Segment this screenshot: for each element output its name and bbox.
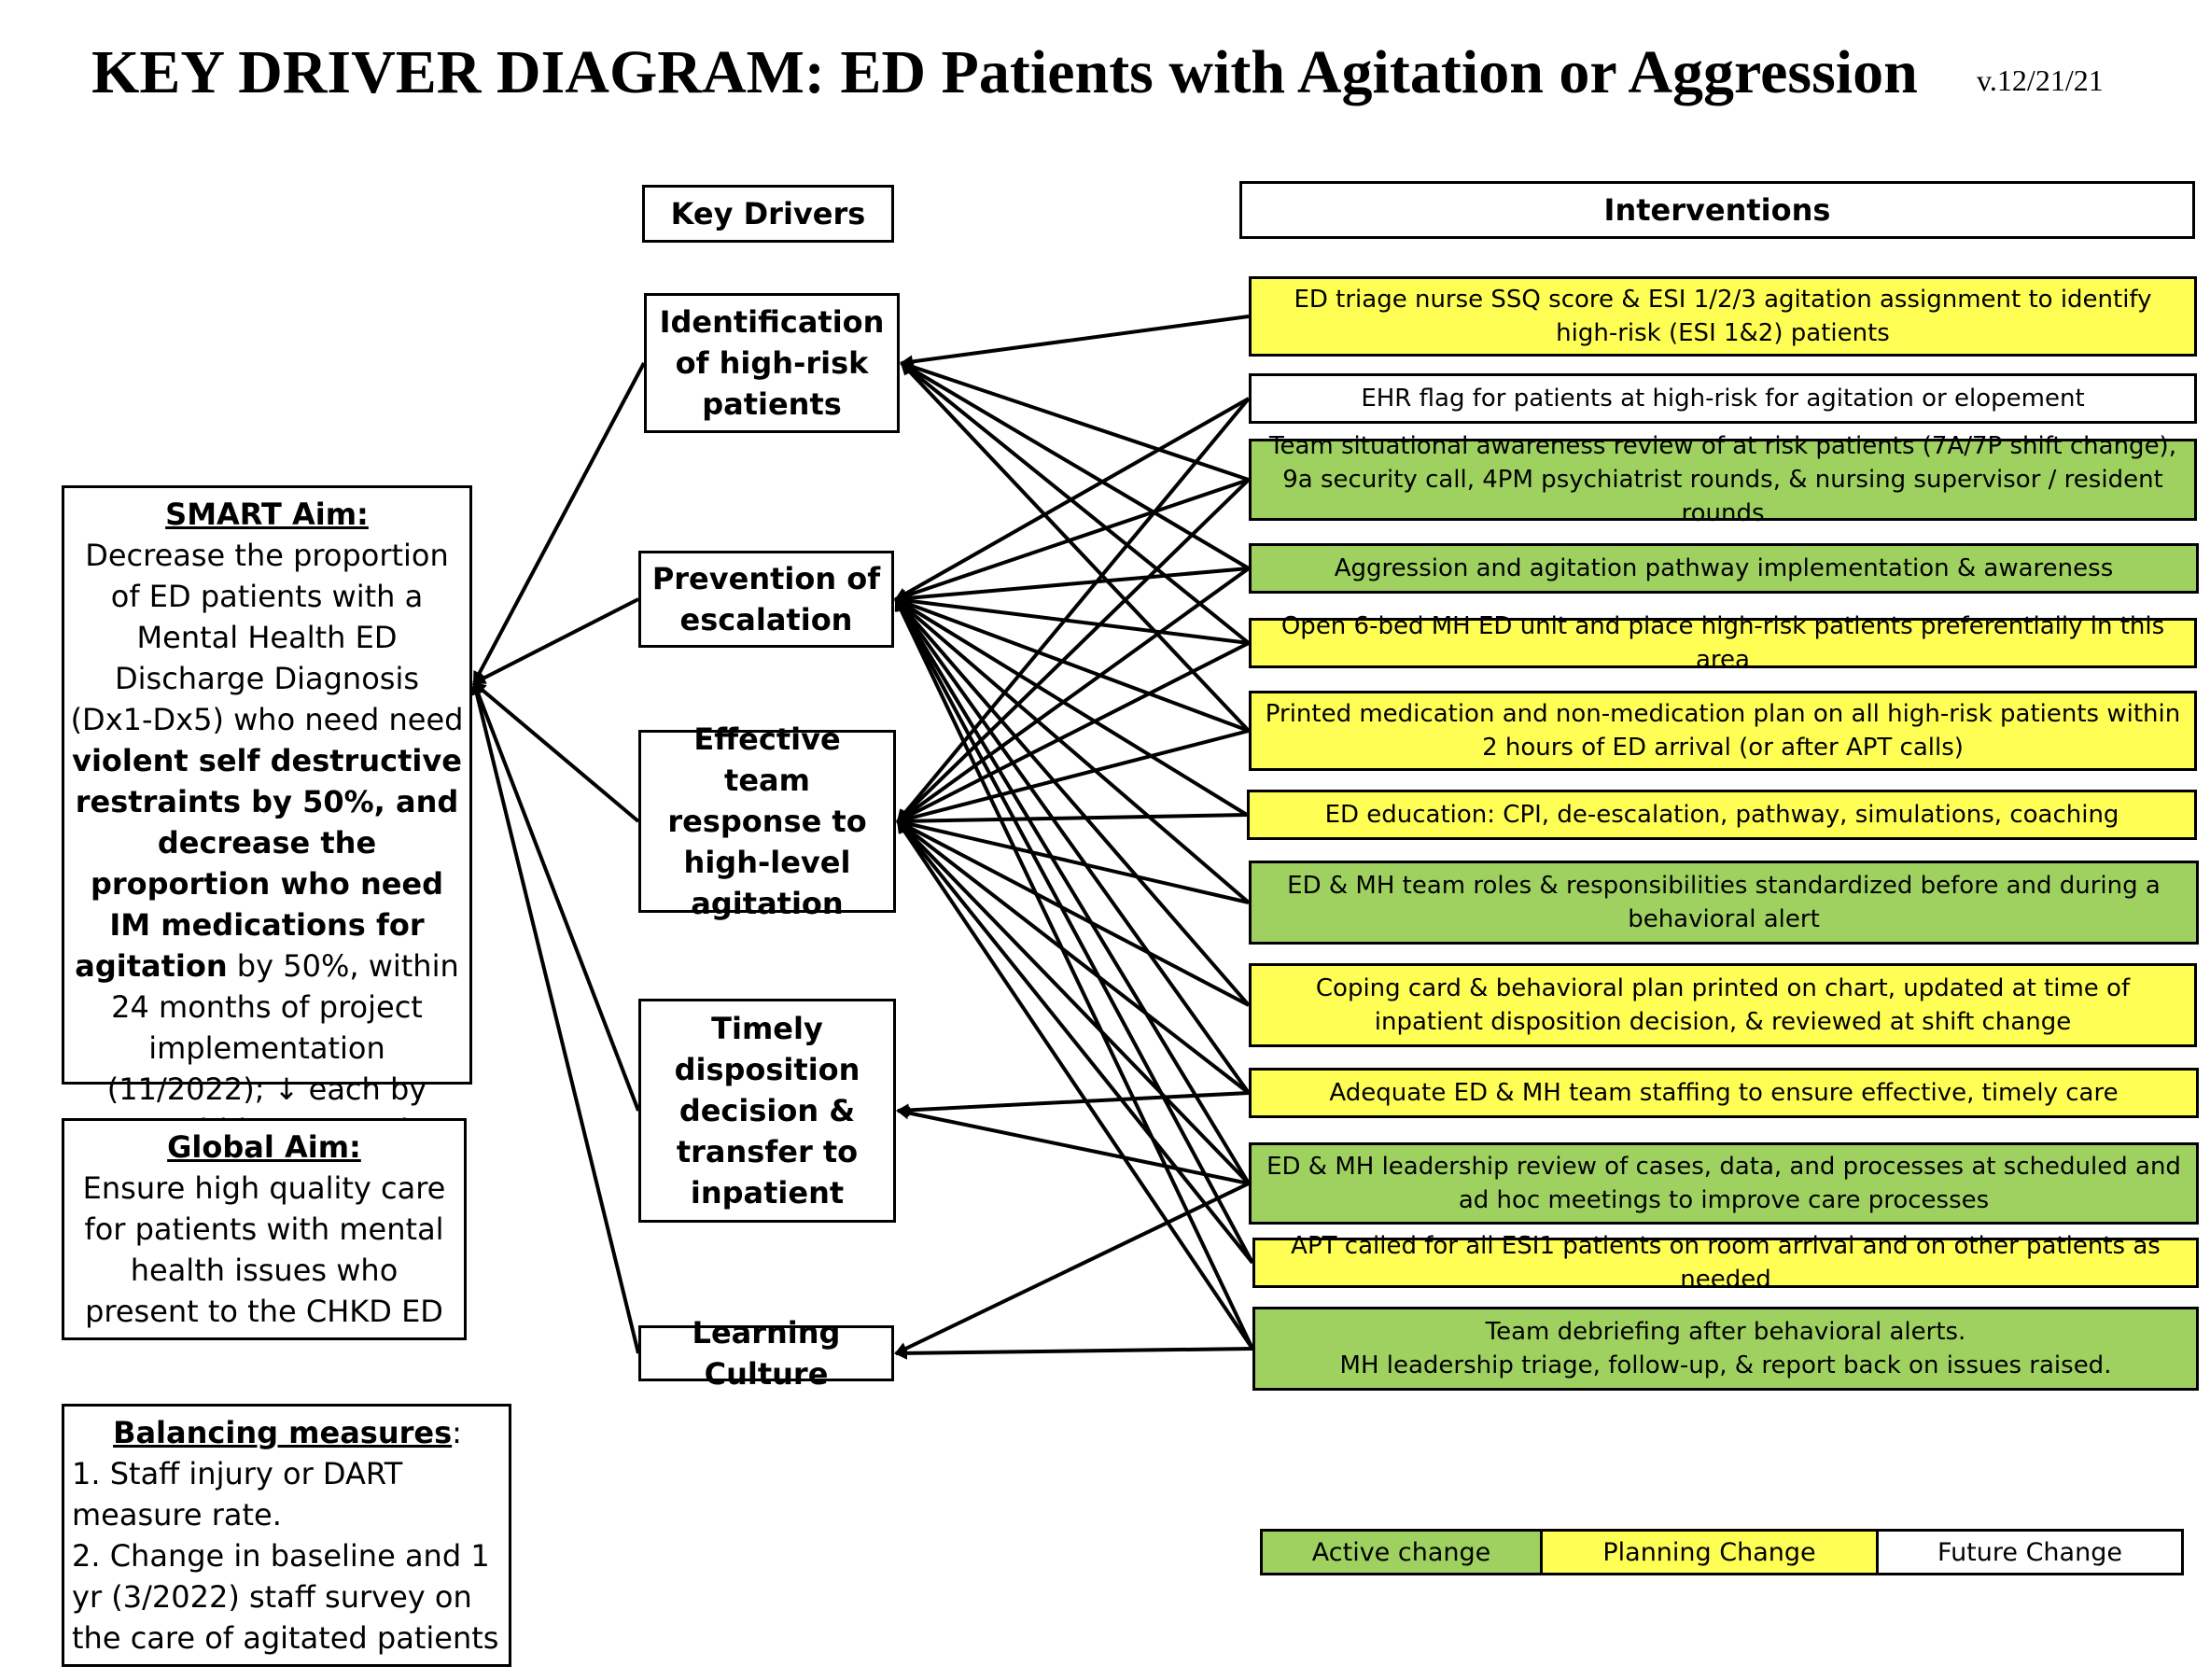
interventions-header: Interventions [1239, 181, 2195, 239]
intervention-to-driver-arrow [900, 315, 1250, 369]
intervention-to-driver-arrow [894, 597, 1254, 1350]
driver-learning-culture: Learning Culture [638, 1315, 894, 1392]
legend-future: Future Change [1879, 1532, 2181, 1573]
driver-to-aim-arrow [471, 680, 640, 1112]
legend-active: Active change [1263, 1532, 1543, 1573]
intervention-to-driver-arrow [896, 819, 1250, 1007]
intervention-to-driver-arrow [896, 819, 1251, 1095]
intervention-to-driver-arrow [894, 597, 1251, 904]
intervention-to-driver-arrow [896, 478, 1251, 823]
intervention-situational-awareness: Team situational awareness review of at … [1249, 432, 2197, 527]
intervention-education: ED education: CPI, de-escalation, pathwa… [1247, 790, 2197, 840]
driver-to-aim-arrow [472, 681, 640, 823]
intervention-to-driver-arrow [894, 1182, 1250, 1355]
legend: Active change Planning Change Future Cha… [1260, 1529, 2184, 1575]
intervention-to-driver-arrow [894, 1346, 1253, 1360]
intervention-to-driver-arrow [894, 597, 1254, 1264]
driver-to-aim-arrow [472, 597, 639, 685]
key-drivers-header: Key Drivers [642, 185, 894, 243]
driver-identification: Identification of high-risk patients [644, 293, 900, 433]
intervention-coping-card: Coping card & behavioral plan printed on… [1249, 963, 2197, 1047]
driver-timely-disposition: Timely disposition decision & transfer t… [638, 999, 896, 1223]
smart-aim-box: SMART Aim: Decrease the proportion of ED… [62, 485, 472, 1189]
smart-aim-text-before: Decrease the proportion of ED patients w… [70, 538, 464, 737]
intervention-team-roles: ED & MH team roles & responsibilities st… [1249, 861, 2199, 945]
links-group [470, 315, 1254, 1360]
balancing-measures-box: Balancing measures: 1. Staff injury or D… [62, 1404, 511, 1667]
balancing-item-1: 1. Staff injury or DART measure rate. [72, 1456, 403, 1533]
intervention-to-driver-arrow [894, 597, 1251, 1185]
balancing-item-2: 2. Change in baseline and 1 yr (3/2022) … [72, 1538, 499, 1656]
legend-planning: Planning Change [1543, 1532, 1879, 1573]
driver-team-response: Effective team response to high-level ag… [638, 721, 896, 921]
intervention-mh-unit: Open 6-bed MH ED unit and place high-ris… [1249, 612, 2197, 674]
intervention-to-driver-arrow [896, 567, 1251, 823]
balancing-colon: : [452, 1415, 462, 1450]
intervention-to-driver-arrow [896, 819, 1254, 1351]
intervention-to-driver-arrow [896, 819, 1251, 1185]
intervention-to-driver-arrow [894, 596, 1250, 733]
intervention-to-driver-arrow [896, 819, 1254, 1265]
intervention-pathway: Aggression and agitation pathway impleme… [1249, 543, 2199, 594]
intervention-team-debriefing: Team debriefing after behavioral alerts.… [1252, 1307, 2199, 1391]
intervention-printed-plan: Printed medication and non-medication pl… [1249, 691, 2197, 771]
driver-to-aim-arrow [472, 362, 646, 685]
intervention-ehr-flag: EHR flag for patients at high-risk for a… [1249, 373, 2197, 424]
balancing-heading-line: Balancing measures: [72, 1412, 503, 1453]
driver-to-aim-arrow [470, 680, 640, 1354]
intervention-to-driver-arrow [894, 478, 1250, 602]
intervention-to-driver-arrow [896, 397, 1251, 823]
intervention-to-driver-arrow [896, 1106, 1250, 1185]
balancing-heading: Balancing measures [113, 1415, 453, 1450]
intervention-to-driver-arrow [900, 361, 1251, 733]
smart-aim-text: Decrease the proportion of ED patients w… [70, 535, 464, 1192]
intervention-to-driver-arrow [896, 813, 1248, 828]
intervention-to-driver-arrow [900, 360, 1250, 482]
intervention-to-driver-arrow [896, 817, 1250, 904]
version-label: v.12/21/21 [1977, 63, 2104, 97]
global-aim-box: Global Aim: Ensure high quality care for… [62, 1118, 467, 1340]
intervention-to-driver-arrow [894, 597, 1249, 817]
smart-aim-bold-text: violent self destructive restraints by 5… [72, 743, 462, 984]
intervention-to-driver-arrow [894, 594, 1250, 645]
intervention-to-driver-arrow [894, 567, 1250, 605]
intervention-to-driver-arrow [896, 1091, 1250, 1117]
global-aim-text: Ensure high quality care for patients wi… [82, 1170, 446, 1329]
intervention-to-driver-arrow [900, 361, 1251, 570]
intervention-leadership-review: ED & MH leadership review of cases, data… [1249, 1142, 2199, 1225]
intervention-to-driver-arrow [894, 597, 1251, 1095]
intervention-to-driver-arrow [894, 597, 1251, 1007]
intervention-to-driver-arrow [896, 641, 1250, 823]
intervention-to-driver-arrow [900, 361, 1251, 645]
page-title: KEY DRIVER DIAGRAM: ED Patients with Agi… [91, 38, 1918, 106]
intervention-staffing: Adequate ED & MH team staffing to ensure… [1249, 1068, 2199, 1118]
global-aim-heading: Global Aim: [167, 1129, 361, 1165]
intervention-to-driver-arrow [896, 729, 1250, 825]
intervention-triage-ssq: ED triage nurse SSQ score & ESI 1/2/3 ag… [1249, 276, 2197, 357]
intervention-apt-called: APT called for all ESI1 patients on room… [1252, 1232, 2199, 1294]
smart-aim-heading: SMART Aim: [165, 497, 369, 532]
driver-prevention: Prevention of escalation [638, 551, 894, 648]
